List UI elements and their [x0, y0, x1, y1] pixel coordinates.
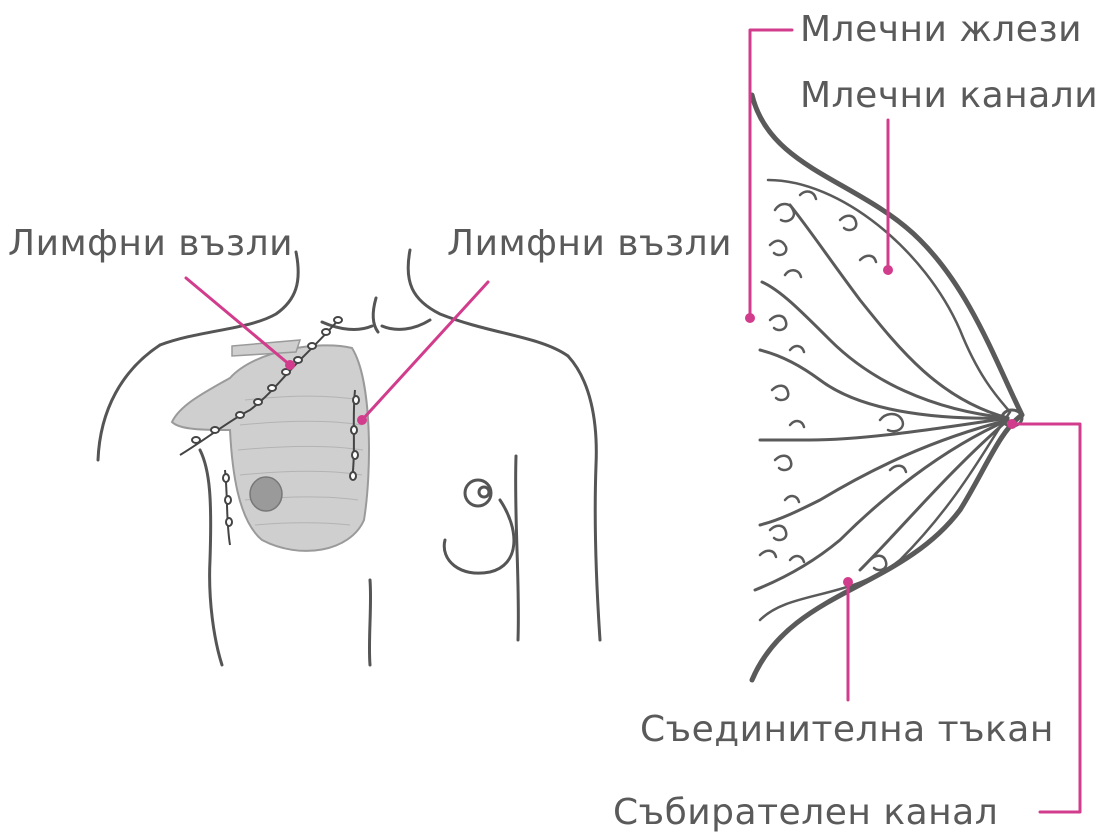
leader-collecting: [1012, 424, 1080, 812]
right-arm-outline: [568, 356, 600, 640]
label-collecting-duct: Събирателен канал: [613, 795, 998, 831]
neck-right-outline: [408, 250, 568, 356]
collarbone-right: [382, 320, 430, 329]
left-arm-outline: [98, 345, 160, 460]
left-armpit-outline: [200, 450, 222, 665]
label-mammary-glands: Млечни жлези: [800, 12, 1082, 48]
breast-inner-outline: [760, 180, 1010, 620]
left-areola: [250, 477, 282, 511]
label-lymph-nodes-right: Лимфни възли: [447, 226, 732, 262]
collarbone-notch: [373, 298, 378, 332]
leader-dots: [285, 265, 1017, 587]
right-breast-outline: [444, 500, 514, 573]
neck-left-outline: [160, 252, 298, 345]
label-connective-tissue: Съединителна тъкан: [640, 712, 1054, 748]
breast-tissue-region: [172, 345, 369, 551]
right-side-outline: [516, 456, 519, 640]
label-lymph-nodes-left: Лимфни възли: [8, 226, 293, 262]
label-milk-ducts: Млечни канали: [800, 78, 1098, 114]
left-breast-shaded: [172, 340, 369, 551]
right-nipple-inner: [479, 487, 489, 497]
sternum-line: [369, 580, 370, 665]
